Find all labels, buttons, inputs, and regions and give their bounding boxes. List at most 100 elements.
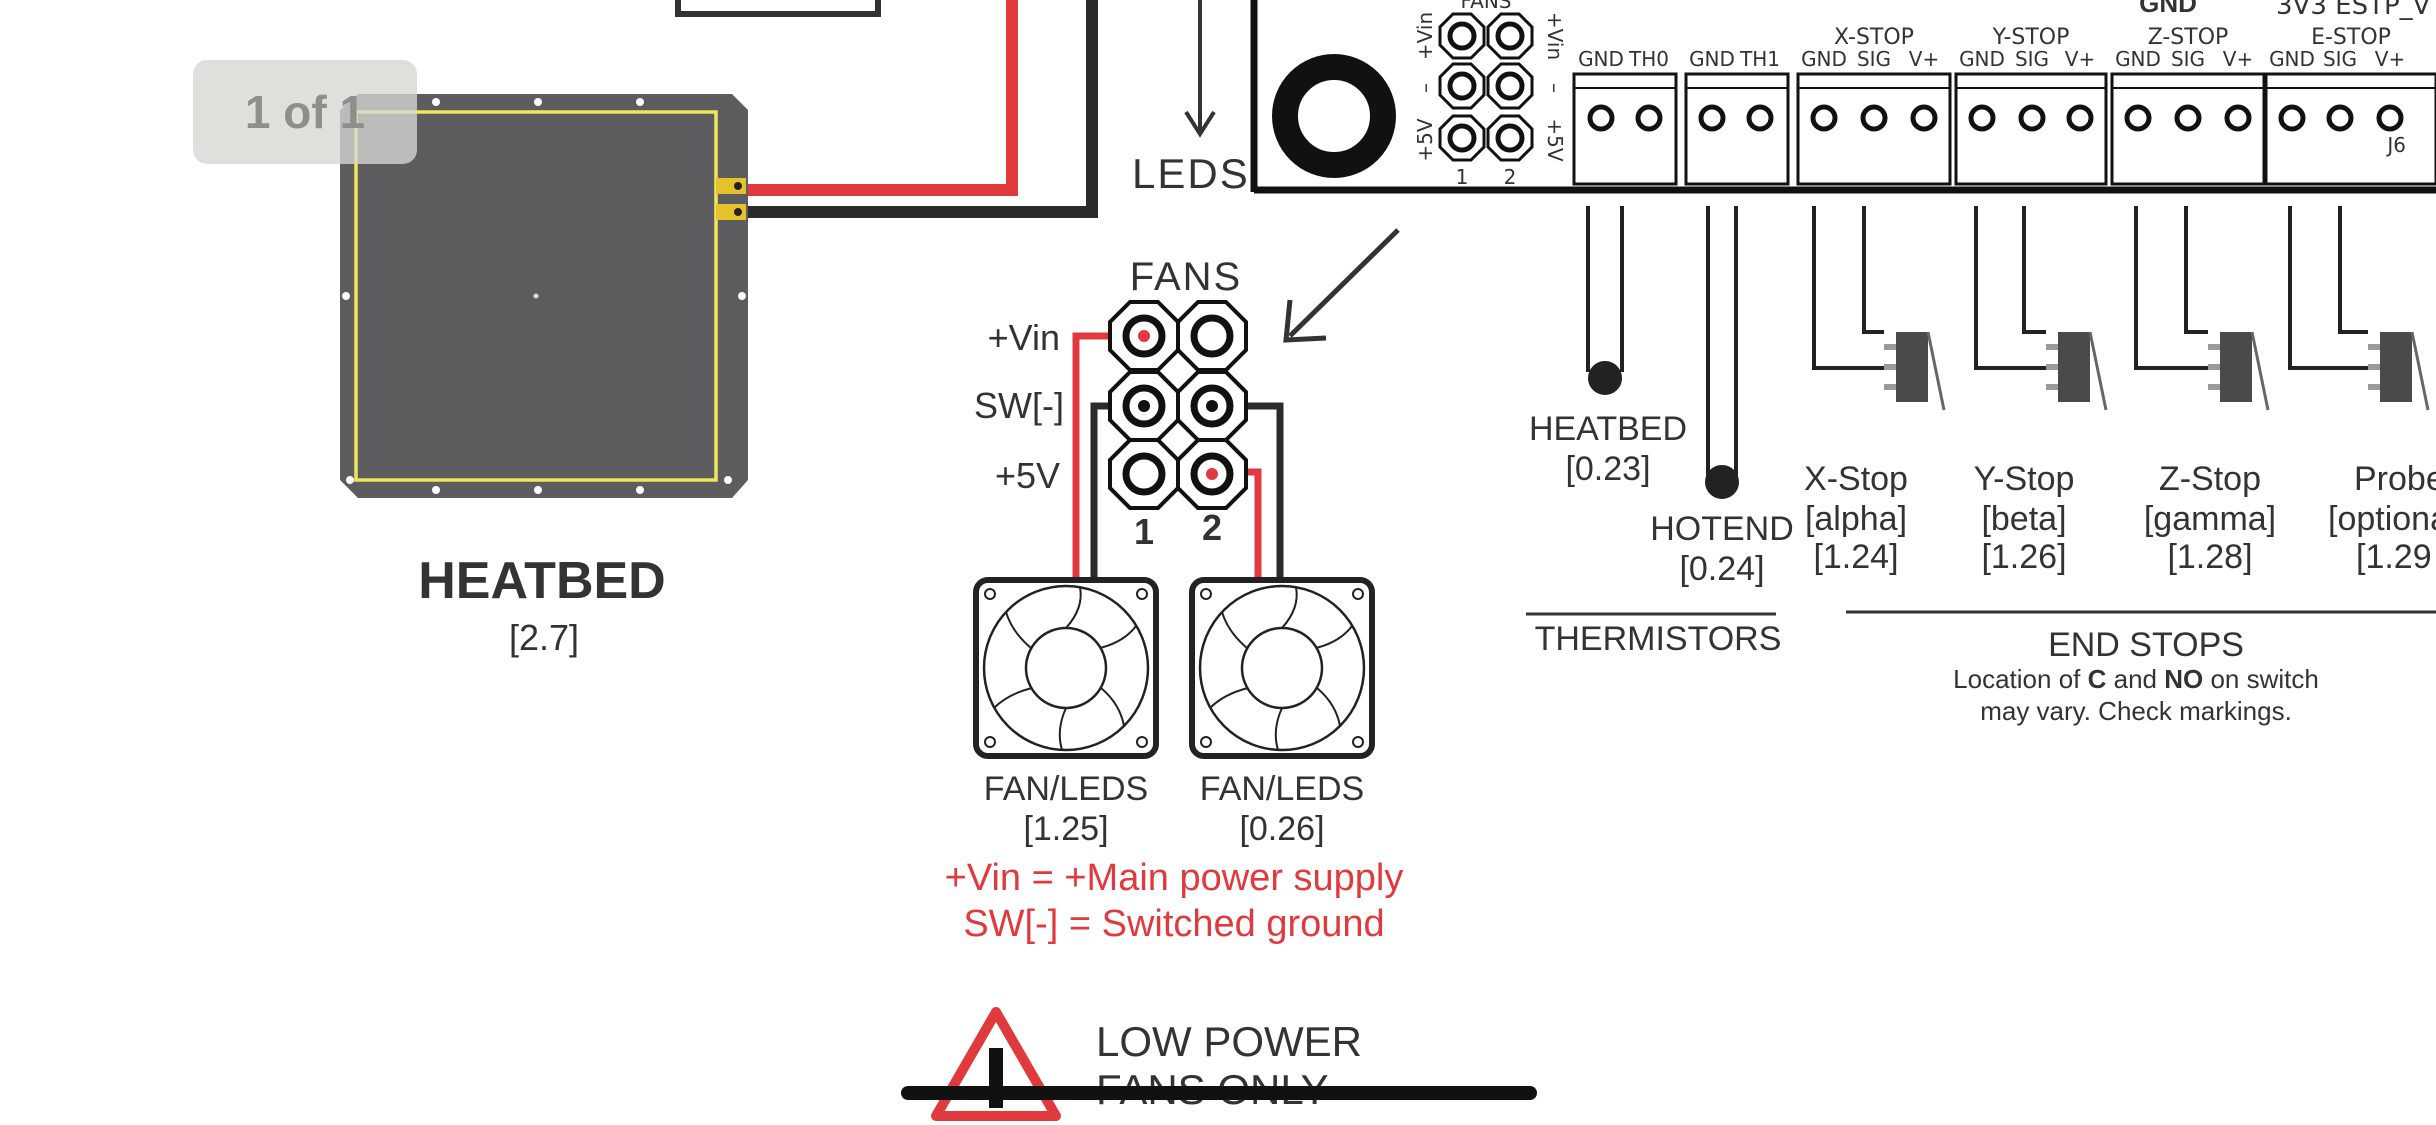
board-fans-pin-right-3: +5V — [1543, 118, 1567, 161]
endstop-switch-1 — [1812, 206, 1946, 412]
board-connector-title: Y-STOP — [1992, 25, 2070, 50]
board-connector-pin-label: GND — [1959, 47, 2005, 71]
board-connector-pin-label: SIG — [2323, 47, 2357, 71]
endstops-note-no: NO — [2164, 664, 2203, 694]
endstops-group-label: END STOPS — [2048, 626, 2244, 664]
board-connector-pin-label: GND — [2115, 47, 2161, 71]
thermistor-hotend-probe — [1705, 206, 1739, 499]
thermistor-hotend-name: HOTEND — [1650, 510, 1794, 548]
fans-legend-line1: +Vin = +Main power supply — [945, 857, 1404, 899]
thermistor-hotend-ref: [0.24] — [1679, 550, 1764, 588]
board-connector-pin-label: TH0 — [1628, 47, 1669, 71]
fan-left-ref: [1.25] — [1023, 810, 1108, 848]
board-connector-pin — [1968, 104, 1996, 132]
heatbed-power-wires — [675, 0, 1098, 218]
endstops-note-and: and — [2106, 664, 2164, 694]
fan-right — [1192, 580, 1372, 756]
fan-pin-vin-2 — [1178, 302, 1246, 370]
board-fans-pin-left-2: – — [1413, 83, 1437, 93]
board-fans-col-2: 2 — [1504, 165, 1517, 189]
page-indicator: 1 of 1 — [193, 60, 417, 164]
thermistor-heatbed-ref: [0.23] — [1565, 450, 1650, 488]
mounting-hole — [1272, 54, 1396, 178]
board-connector-pin-label: V+ — [2223, 47, 2253, 71]
board-connector-pin — [2326, 104, 2354, 132]
board-fans-pin-left-1: +Vin — [1413, 12, 1437, 60]
endstop-switch-2 — [1974, 206, 2108, 412]
fans-row-label-vin: +Vin — [988, 317, 1060, 358]
endstop-y-alias: [beta] — [1981, 500, 2066, 538]
board-connector-pin-label: V+ — [2375, 47, 2405, 71]
board-top-right: 3V3 ESTP_V — [2276, 0, 2431, 21]
board-connector-pin-label: SIG — [2171, 47, 2205, 71]
fans-legend-line2: SW[-] = Switched ground — [963, 903, 1384, 945]
fans-detail-title: FANS — [1130, 255, 1242, 299]
leds-label: LEDS — [1132, 150, 1250, 197]
board-connector-pin-label: V+ — [1909, 47, 1939, 71]
fan-left — [976, 580, 1156, 756]
board-connector-pin — [2224, 104, 2252, 132]
endstop-switches — [1812, 206, 2430, 412]
endstops-note-post: on switch — [2203, 664, 2319, 694]
endstop-switch-3 — [2134, 206, 2270, 412]
fan-pin-5v-1 — [1110, 440, 1178, 508]
endstop-z-ref: [1.28] — [2167, 538, 2252, 576]
board-connector-pin-label: SIG — [2015, 47, 2049, 71]
endstop-probe-alias: [optiona — [2328, 500, 2436, 538]
endstop-probe-ref: [1.29 — [2356, 538, 2432, 576]
controller-board — [1250, 0, 2436, 194]
endstop-x-name: X-Stop — [1804, 460, 1908, 498]
board-connector-pin — [2066, 104, 2094, 132]
board-fans-header-label: FANS — [1460, 0, 1511, 13]
endstop-y-name: Y-Stop — [1974, 460, 2075, 498]
board-connector-pin-label: TH1 — [1739, 47, 1780, 71]
board-top-gnd: GND — [2139, 0, 2197, 18]
fan-right-ref: [0.26] — [1239, 810, 1324, 848]
board-j6-label: J6 — [2385, 133, 2406, 157]
board-connector-pin — [1698, 104, 1726, 132]
endstop-x-alias: [alpha] — [1805, 500, 1907, 538]
heatbed-title: HEATBED — [418, 552, 665, 610]
board-connector-pin — [2124, 104, 2152, 132]
board-fans-pin-right-1: +Vin — [1543, 12, 1567, 60]
endstop-x-ref: [1.24] — [1813, 538, 1898, 576]
fan-left-name: FAN/LEDS — [984, 770, 1148, 808]
board-connector-pin — [1860, 104, 1888, 132]
endstop-switch-4 — [2288, 206, 2430, 412]
board-connector-pin — [2278, 104, 2306, 132]
endstops-note-pre: Location of — [1953, 664, 2087, 694]
board-connector-pin-label: GND — [1578, 47, 1624, 71]
fans-detail-arrow — [1283, 228, 1400, 343]
board-connector-title: Z-STOP — [2148, 25, 2229, 50]
board-fans-header: FANS +Vin – +5V +Vin – +5V 1 2 — [1413, 0, 1567, 189]
board-connector-pin — [2018, 104, 2046, 132]
board-connector-pin — [2174, 104, 2202, 132]
endstops-note-line2: may vary. Check markings. — [1980, 696, 2292, 726]
board-fans-pin-right-2: – — [1543, 83, 1567, 93]
fans-col-label-2: 2 — [1202, 507, 1222, 548]
fans-detail-header — [1110, 302, 1246, 508]
board-connector-pin-label: SIG — [1857, 47, 1891, 71]
fans-row-label-sw: SW[-] — [974, 385, 1064, 426]
board-connector-pin — [1910, 104, 1938, 132]
fans-col-label-1: 1 — [1134, 511, 1154, 552]
board-connector-pin — [2376, 104, 2404, 132]
board-connector-pin — [1810, 104, 1838, 132]
thermistor-heatbed-probe — [1586, 206, 1624, 395]
board-connector-pin — [1587, 104, 1615, 132]
endstop-probe-name: Probe — [2354, 460, 2436, 498]
board-connector-pin-label: GND — [1801, 47, 1847, 71]
thermistor-heatbed-name: HEATBED — [1529, 410, 1687, 448]
fan-right-name: FAN/LEDS — [1200, 770, 1364, 808]
endstop-z-name: Z-Stop — [2159, 460, 2261, 498]
leds-arrow — [1184, 0, 1216, 138]
warning-line1: LOW POWER — [1096, 1018, 1362, 1065]
endstop-y-ref: [1.26] — [1981, 538, 2066, 576]
